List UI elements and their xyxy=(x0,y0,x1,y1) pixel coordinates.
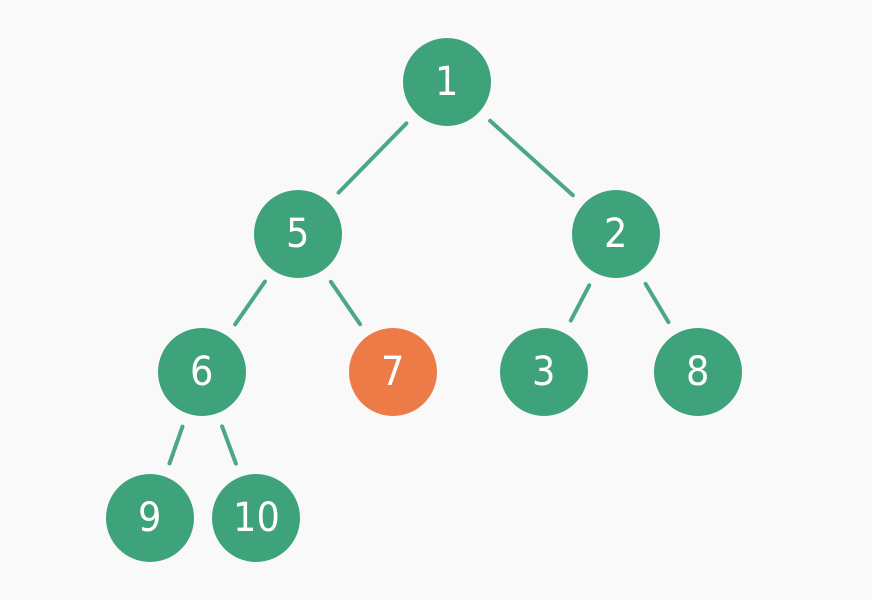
node-label-1: 1 xyxy=(435,59,459,105)
tree-edge-6-9 xyxy=(167,424,185,466)
tree-edge-1-2 xyxy=(488,118,575,198)
tree-node-6: 6 xyxy=(158,328,246,416)
tree-edge-1-5 xyxy=(336,121,409,195)
node-label-8: 8 xyxy=(686,349,710,395)
tree-edge-2-3 xyxy=(568,283,592,323)
tree-node-9: 9 xyxy=(106,474,194,562)
tree-node-2: 2 xyxy=(572,190,660,278)
node-label-2: 2 xyxy=(604,211,628,257)
tree-node-3: 3 xyxy=(500,328,588,416)
tree-edge-5-7 xyxy=(328,279,363,327)
node-label-7: 7 xyxy=(381,349,405,395)
tree-node-1: 1 xyxy=(403,38,491,126)
tree-node-8: 8 xyxy=(654,328,742,416)
node-label-6: 6 xyxy=(190,349,214,395)
node-label-10: 10 xyxy=(232,495,280,541)
tree-node-5: 5 xyxy=(254,190,342,278)
tree-edge-5-6 xyxy=(233,279,267,327)
tree-node-7-highlighted: 7 xyxy=(349,328,437,416)
node-label-5: 5 xyxy=(286,211,310,257)
node-label-3: 3 xyxy=(532,349,556,395)
node-label-9: 9 xyxy=(138,495,162,541)
tree-edge-6-10 xyxy=(220,424,238,466)
tree-node-10: 10 xyxy=(212,474,300,562)
tree-edge-2-8 xyxy=(643,281,671,325)
